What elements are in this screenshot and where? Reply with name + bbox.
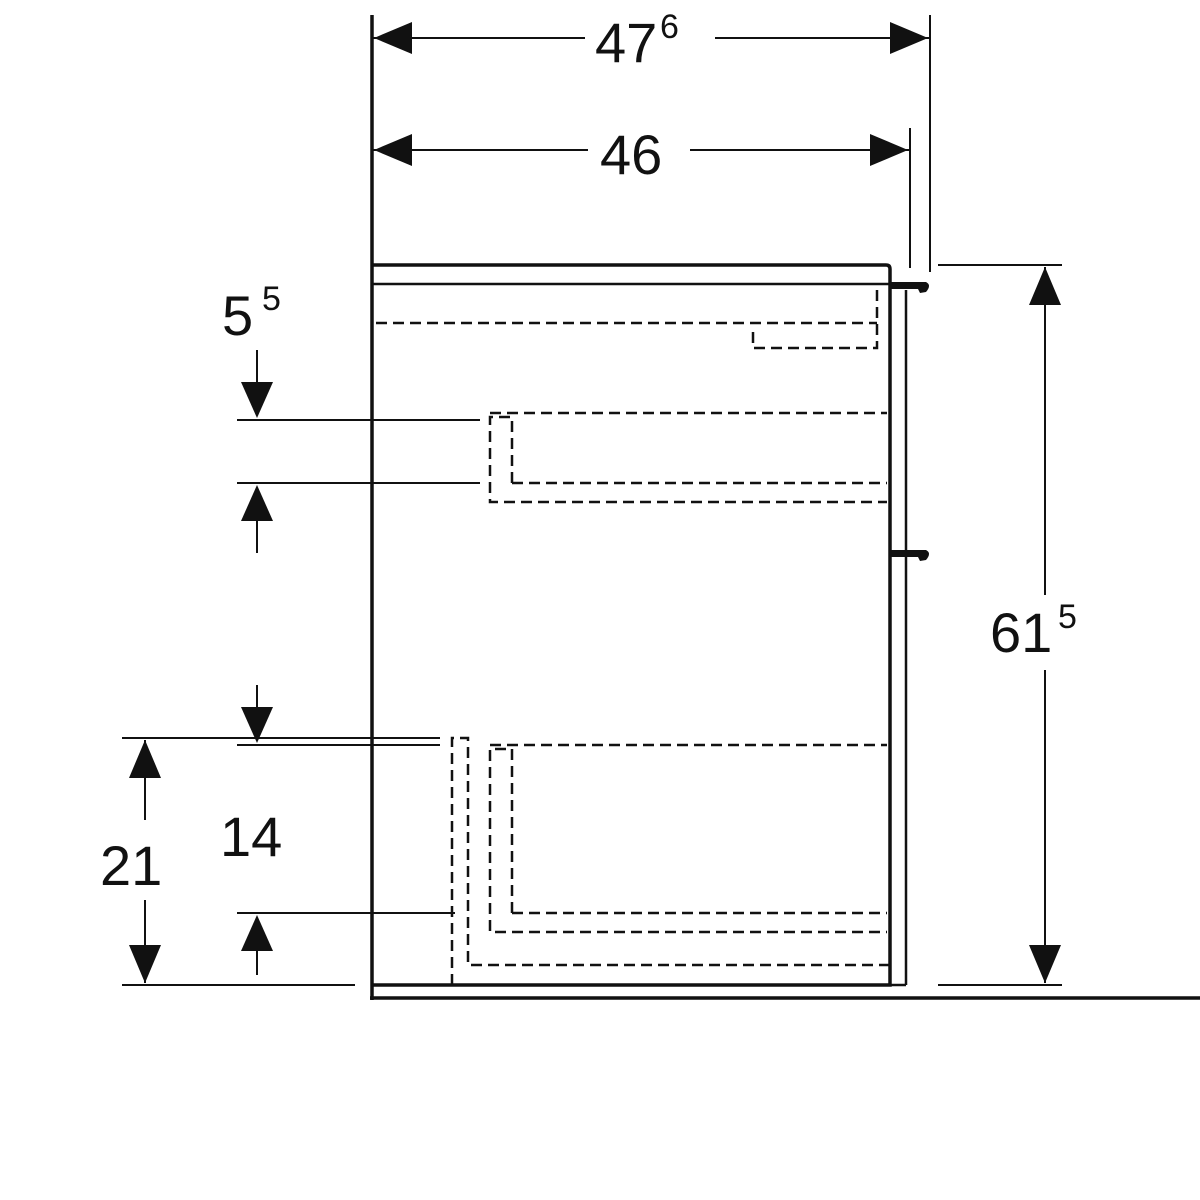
dimension-bottom: 21 [100, 737, 440, 986]
dimension-height: 61 5 [938, 264, 1077, 986]
handle-middle [890, 550, 929, 561]
dimension-lower-drawer: 14 [220, 685, 455, 975]
label-47: 47 [595, 11, 657, 74]
wall-and-floor [370, 15, 1200, 1000]
label-47-sup: 6 [660, 8, 679, 46]
label-21: 21 [100, 834, 162, 897]
cabinet-body [372, 263, 908, 987]
label-5-sup: 5 [262, 280, 281, 318]
dimension-overall-width: 47 6 [372, 8, 931, 272]
label-46: 46 [600, 123, 662, 186]
label-5: 5 [222, 284, 253, 347]
label-61-sup: 5 [1058, 598, 1077, 636]
dimension-body-width: 46 [372, 123, 911, 268]
dimension-top-drawer: 5 5 [222, 280, 480, 553]
label-14: 14 [220, 805, 282, 868]
label-61: 61 [990, 601, 1052, 664]
handle-top [890, 282, 929, 293]
hidden-lines [376, 290, 890, 985]
